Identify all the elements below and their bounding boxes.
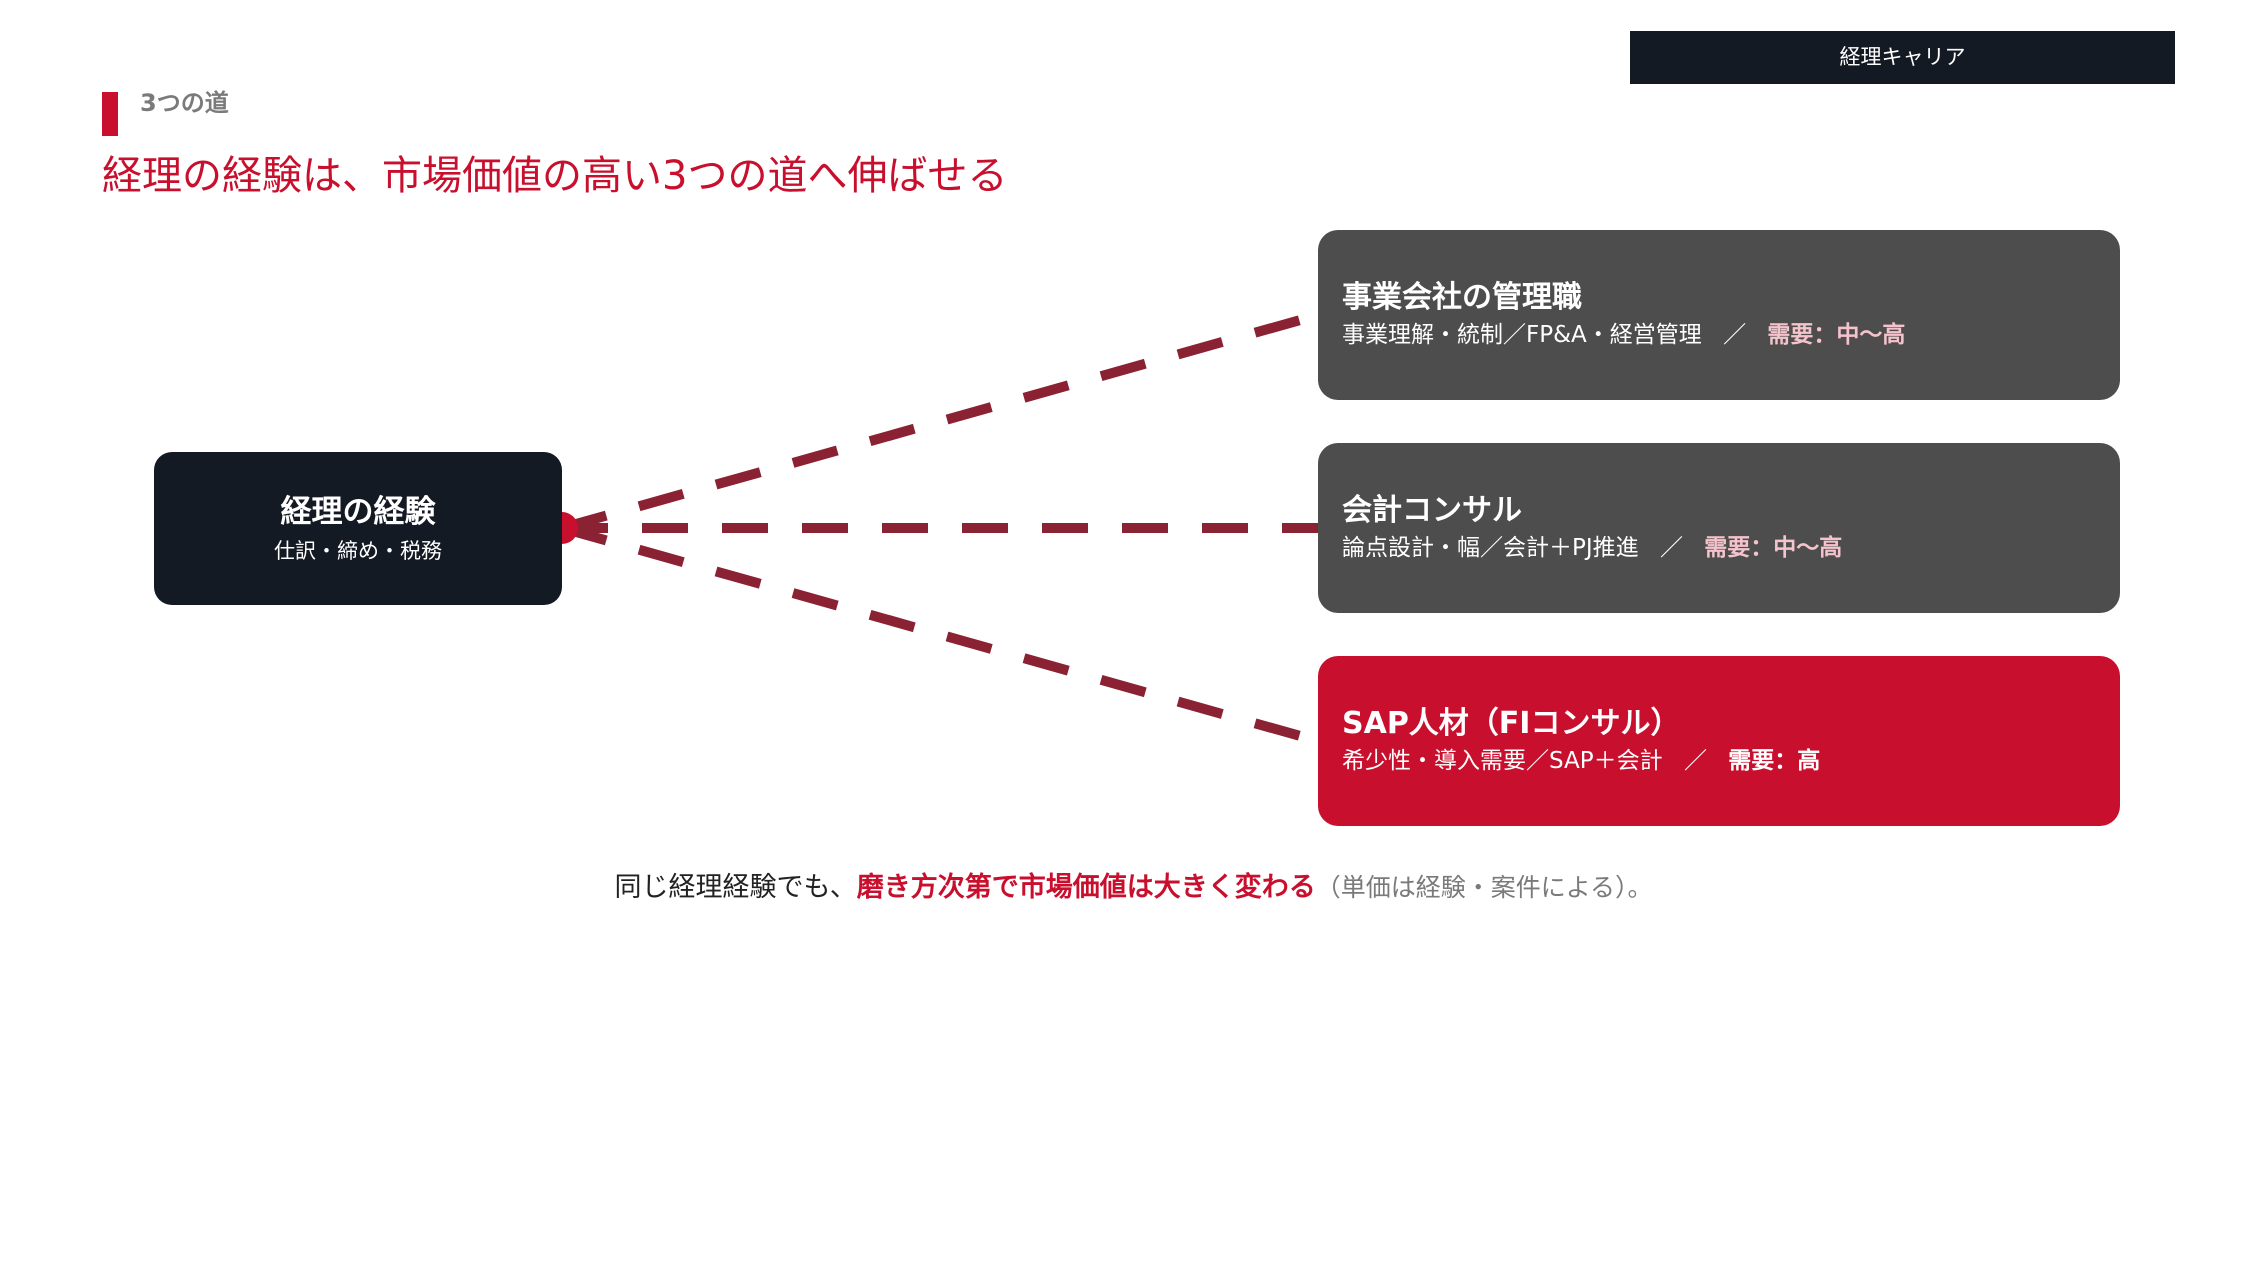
path-demand: 需要：高 [1728, 748, 1821, 774]
path-detail-line: 論点設計・幅／会計＋PJ推進 ／ 需要：中〜高 [1342, 531, 1842, 565]
page-title: 経理の経験は、市場価値の高い3つの道へ伸ばせる [102, 153, 1008, 199]
source-subtitle: 仕訳・締め・税務 [274, 539, 442, 563]
path-detail: 事業理解・統制／FP&A・経営管理 [1342, 322, 1702, 348]
footnote: 同じ経理経験でも、磨き方次第で市場価値は大きく変わる（単価は経験・案件による）。 [0, 868, 2267, 908]
path-title: 会計コンサル [1342, 493, 1522, 528]
path-box-consulting: 会計コンサル 論点設計・幅／会計＋PJ推進 ／ 需要：中〜高 [1318, 443, 2120, 613]
footnote-emphasis: 磨き方次第で市場価値は大きく変わる [856, 872, 1316, 903]
path-demand: 需要：中〜高 [1704, 535, 1843, 561]
connector-to-manager [560, 310, 1320, 533]
category-tag: 経理キャリア [1630, 31, 2175, 84]
footnote-lead: 同じ経理経験でも、 [614, 872, 857, 903]
section-marker-bar [102, 92, 118, 136]
path-detail: 希少性・導入需要／SAP＋会計 [1342, 748, 1663, 774]
path-separator: ／ [1659, 535, 1683, 561]
footnote-note: （単価は経験・案件による）。 [1315, 873, 1653, 902]
path-title: SAP人材（FIコンサル） [1342, 706, 1681, 741]
path-separator: ／ [1683, 748, 1707, 774]
path-box-sap: SAP人材（FIコンサル） 希少性・導入需要／SAP＋会計 ／ 需要：高 [1318, 656, 2120, 826]
path-detail-line: 事業理解・統制／FP&A・経営管理 ／ 需要：中〜高 [1342, 318, 1905, 352]
path-title: 事業会社の管理職 [1342, 280, 1582, 315]
source-title: 経理の経験 [280, 494, 436, 530]
path-detail-line: 希少性・導入需要／SAP＋会計 ／ 需要：高 [1342, 744, 1820, 778]
connector-to-sap [560, 523, 1320, 746]
section-label: 3つの道 [140, 89, 229, 117]
source-box-accounting-experience: 経理の経験 仕訳・締め・税務 [154, 452, 562, 605]
path-box-manager: 事業会社の管理職 事業理解・統制／FP&A・経営管理 ／ 需要：中〜高 [1318, 230, 2120, 400]
path-separator: ／ [1723, 322, 1747, 348]
path-detail: 論点設計・幅／会計＋PJ推進 [1342, 535, 1639, 561]
path-demand: 需要：中〜高 [1767, 322, 1906, 348]
